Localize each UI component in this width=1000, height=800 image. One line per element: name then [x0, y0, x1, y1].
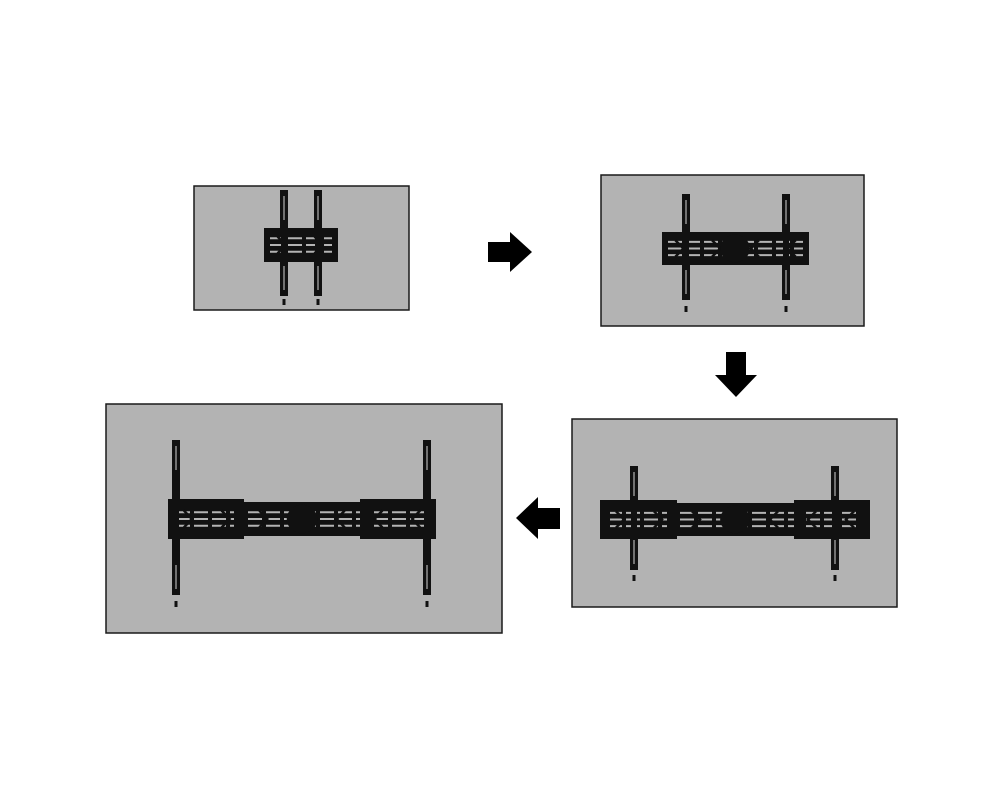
chevron-brace — [615, 510, 626, 529]
safety-screw — [684, 306, 688, 312]
arrow-right-icon — [488, 232, 532, 272]
step-1-panel — [193, 185, 410, 311]
safety-screw — [174, 601, 178, 607]
wall-mount — [600, 466, 870, 581]
safety-screw — [425, 601, 429, 607]
chevron-brace — [844, 510, 855, 529]
wall-mount — [662, 194, 809, 312]
block-end — [860, 503, 868, 536]
chevron-brace — [711, 239, 722, 258]
center-hub — [720, 234, 750, 263]
arm-over-bar — [832, 503, 838, 536]
arm-over-bar — [631, 503, 637, 536]
arm-over-bar — [315, 228, 321, 262]
arm-over-bar — [281, 228, 287, 262]
chevron-brace — [749, 239, 760, 258]
safety-screw — [784, 306, 788, 312]
step-2-panel — [600, 174, 865, 327]
chevron-brace — [691, 510, 702, 529]
arrow-down-icon — [715, 352, 757, 397]
safety-screw — [632, 575, 636, 581]
block-end — [362, 502, 370, 536]
chevron-brace — [258, 509, 270, 529]
bar-end — [333, 228, 338, 262]
block-end — [234, 502, 242, 536]
step-4-panel — [105, 403, 503, 634]
chevron-brace — [182, 509, 194, 529]
chevron-brace — [768, 510, 779, 529]
chevron-brace — [372, 509, 384, 529]
bar-end — [264, 228, 269, 262]
step-3-panel — [571, 418, 898, 608]
chevron-brace — [806, 510, 817, 529]
center-hub — [286, 504, 318, 534]
block-end — [602, 503, 610, 536]
safety-screw — [833, 575, 837, 581]
chevron-brace — [653, 510, 664, 529]
chevron-brace — [220, 509, 232, 529]
chevron-brace — [410, 509, 422, 529]
wall-mount — [168, 440, 436, 607]
block-end — [667, 503, 675, 536]
safety-screw — [282, 299, 286, 305]
safety-screw — [316, 299, 320, 305]
center-hub — [720, 505, 750, 534]
block-end — [796, 503, 804, 536]
arm-over-bar — [424, 502, 430, 536]
arm-over-bar — [783, 232, 789, 265]
wall-mount — [264, 190, 338, 305]
chevron-brace — [334, 509, 346, 529]
arm-over-bar — [173, 502, 179, 536]
arrow-left-icon — [516, 497, 560, 539]
arm-over-bar — [683, 232, 689, 265]
